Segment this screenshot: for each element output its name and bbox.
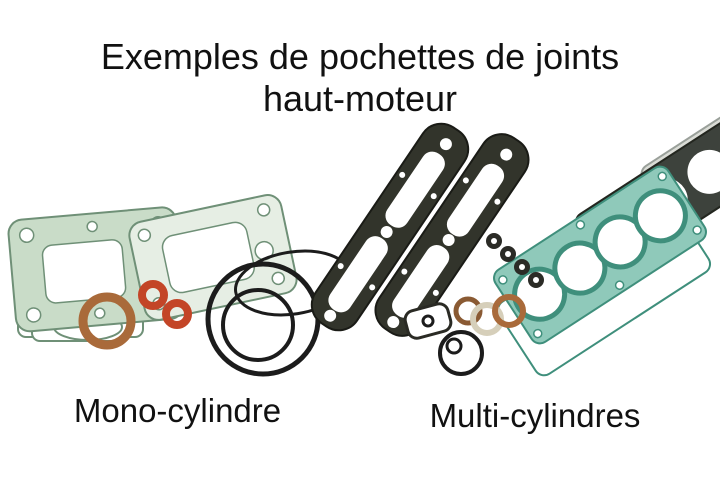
gasket-window (41, 239, 127, 304)
oring (438, 330, 484, 376)
seal-hole (491, 238, 497, 244)
title-line-2: haut-moteur (262, 78, 458, 120)
gasket-window (385, 151, 445, 228)
bolt-hole (614, 280, 625, 290)
oring-medium (221, 288, 295, 362)
gasket-window (392, 244, 450, 318)
bolt-hole (462, 177, 469, 184)
gasket-window (328, 236, 388, 313)
mono-cylinder-kit (7, 194, 352, 377)
bolt-hole (137, 228, 152, 243)
red-gasket-ring (138, 280, 168, 310)
plate-hole (421, 314, 435, 328)
bolt-hole (271, 271, 285, 286)
bolt-hole (432, 289, 439, 296)
bolt-hole (533, 328, 543, 339)
gasket-kits-photo (7, 103, 720, 377)
bolt-hole (430, 193, 437, 200)
bolt-hole (575, 220, 586, 230)
bolt-hole (498, 275, 508, 285)
bolt-hole (324, 309, 337, 322)
bolt-hole (399, 171, 406, 178)
bolt-hole (25, 307, 42, 323)
bolt-hole (380, 225, 393, 238)
bolt-hole (18, 227, 35, 244)
bolt-hole (692, 225, 702, 235)
seal-hole (533, 277, 539, 283)
red-gasket-ring (162, 299, 192, 329)
bolt-hole (387, 316, 400, 329)
copper-washer (492, 294, 526, 328)
valve-stem-seals (486, 233, 544, 288)
bolt-hole (494, 198, 501, 205)
cylinder-bore (687, 149, 720, 194)
red-exhaust-gaskets (138, 280, 192, 329)
bolt-hole (337, 263, 344, 270)
brown-washer (453, 296, 483, 326)
caption-multi-cylindres: Multi-cylindres (429, 397, 641, 434)
multi-cylinder-kit (310, 103, 720, 377)
bolt-hole (500, 148, 513, 161)
valve-cover-gasket-1 (310, 122, 470, 332)
bolt-hole (657, 171, 667, 182)
bolt-hole (256, 203, 271, 217)
caption-mono-cylindre: Mono-cylindre (73, 392, 282, 429)
copper-ring (78, 292, 136, 350)
bolt-hole (86, 220, 98, 233)
seal-hole (505, 251, 511, 257)
bolt-hole (369, 284, 376, 291)
bolt-hole (442, 233, 455, 246)
oring-with-small-hole (438, 330, 484, 376)
bolt-hole (401, 268, 408, 275)
washers (453, 294, 526, 336)
cylinder-bore (632, 188, 688, 244)
small-plate-gasket (403, 302, 453, 340)
title-line-1: Exemples de pochettes de joints (100, 36, 620, 78)
page-title: Exemples de pochettes de joints haut-mot… (0, 36, 720, 120)
seal-hole (519, 264, 525, 270)
valve-cover-gasket-2 (374, 133, 530, 337)
oring-small (445, 337, 463, 355)
plate-body (403, 302, 453, 340)
bolt-hole (94, 307, 106, 319)
gasket-window (446, 163, 505, 237)
multi-head-gasket (493, 165, 712, 377)
bolt-hole (439, 138, 452, 151)
